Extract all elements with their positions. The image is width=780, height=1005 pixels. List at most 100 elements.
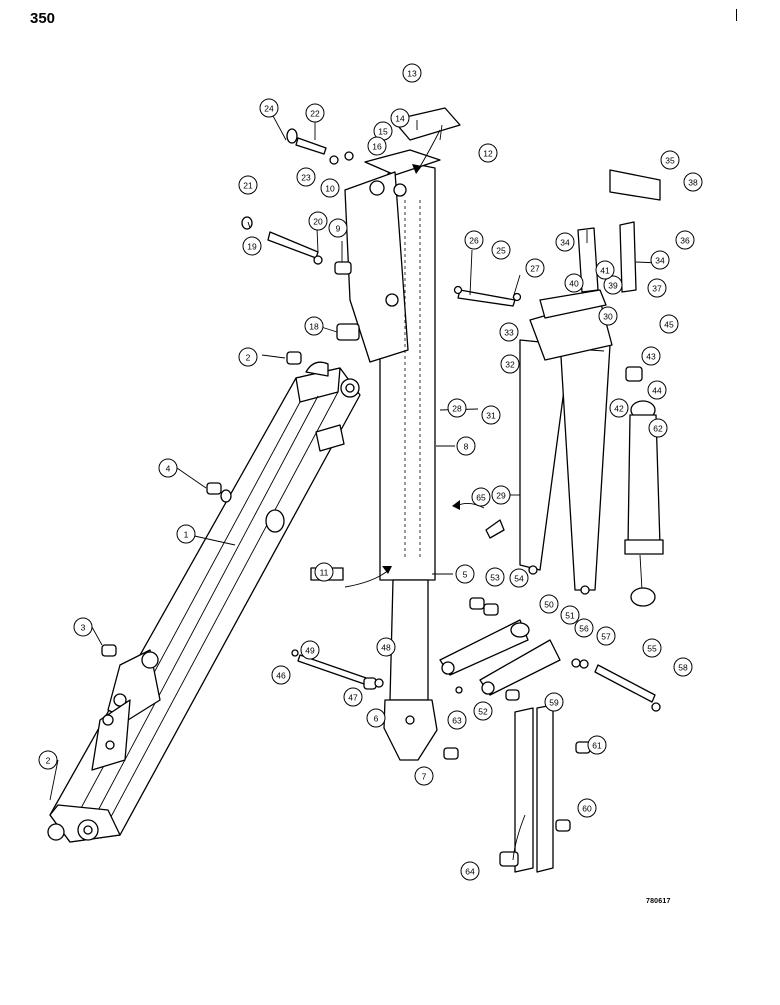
callout-number: 24 bbox=[264, 104, 274, 114]
callout-number: 61 bbox=[592, 741, 602, 751]
corner-mark bbox=[736, 9, 737, 21]
callout-number: 54 bbox=[514, 574, 524, 584]
callout-45: 45 bbox=[659, 314, 679, 334]
callout-number: 58 bbox=[678, 663, 688, 673]
callout-42: 42 bbox=[609, 398, 629, 418]
callout-circle bbox=[456, 436, 476, 456]
callout-circle bbox=[564, 273, 584, 293]
callout-49: 49 bbox=[300, 640, 320, 660]
callout-59: 59 bbox=[544, 692, 564, 712]
callout-58: 58 bbox=[673, 657, 693, 677]
callout-20: 20 bbox=[308, 211, 328, 231]
callout-41: 41 bbox=[595, 260, 615, 280]
callout-circle bbox=[471, 487, 491, 507]
callout-34: 34 bbox=[555, 232, 575, 252]
callout-2: 2 bbox=[238, 347, 258, 367]
callout-39: 39 bbox=[603, 275, 623, 295]
callout-23: 23 bbox=[296, 167, 316, 187]
callout-55: 55 bbox=[642, 638, 662, 658]
callout-labels: 1223456789101112131415161819202122232425… bbox=[38, 63, 703, 881]
callout-number: 7 bbox=[422, 772, 427, 782]
callout-circle bbox=[683, 172, 703, 192]
callout-circle bbox=[376, 637, 396, 657]
callout-56: 56 bbox=[574, 618, 594, 638]
callout-3: 3 bbox=[73, 617, 93, 637]
callout-64: 64 bbox=[460, 861, 480, 881]
callout-circle bbox=[659, 314, 679, 334]
callout-number: 33 bbox=[504, 328, 514, 338]
pins-and-bushings bbox=[101, 107, 661, 867]
callout-46: 46 bbox=[271, 665, 291, 685]
callout-circle bbox=[660, 150, 680, 170]
hydraulic-cylinder bbox=[624, 400, 664, 607]
callout-circle bbox=[603, 275, 623, 295]
callout-number: 21 bbox=[243, 181, 253, 191]
callout-circle bbox=[647, 380, 667, 400]
callout-circle bbox=[464, 230, 484, 250]
callout-number: 47 bbox=[348, 693, 358, 703]
callout-circle bbox=[485, 567, 505, 587]
callout-number: 64 bbox=[465, 867, 475, 877]
callout-57: 57 bbox=[596, 626, 616, 646]
callout-54: 54 bbox=[509, 568, 529, 588]
callout-circle bbox=[650, 250, 670, 270]
callout-circle bbox=[491, 485, 511, 505]
callout-circle bbox=[305, 103, 325, 123]
callout-8: 8 bbox=[456, 436, 476, 456]
callout-number: 25 bbox=[496, 246, 506, 256]
callout-65: 65 bbox=[471, 487, 491, 507]
dipper-assembly bbox=[344, 149, 441, 761]
callout-circle bbox=[574, 618, 594, 638]
callout-circle bbox=[296, 167, 316, 187]
callout-number: 12 bbox=[483, 149, 493, 159]
callout-circle bbox=[647, 278, 667, 298]
callout-44: 44 bbox=[647, 380, 667, 400]
callout-circle bbox=[577, 798, 597, 818]
callout-number: 63 bbox=[452, 716, 462, 726]
callout-number: 3 bbox=[81, 623, 86, 633]
callout-16: 16 bbox=[367, 136, 387, 156]
callout-21: 21 bbox=[238, 175, 258, 195]
callout-number: 22 bbox=[310, 109, 320, 119]
callout-48: 48 bbox=[376, 637, 396, 657]
callout-33: 33 bbox=[499, 322, 519, 342]
callout-number: 1 bbox=[184, 530, 189, 540]
callout-circle bbox=[478, 143, 498, 163]
callout-11: 11 bbox=[314, 562, 334, 582]
callout-4: 4 bbox=[158, 458, 178, 478]
callout-number: 16 bbox=[372, 142, 382, 152]
callout-circle bbox=[447, 398, 467, 418]
callout-22: 22 bbox=[305, 103, 325, 123]
callout-circle bbox=[238, 347, 258, 367]
callout-14: 14 bbox=[390, 108, 410, 128]
callout-28: 28 bbox=[447, 398, 467, 418]
callout-number: 8 bbox=[464, 442, 469, 452]
callout-circle bbox=[176, 524, 196, 544]
callout-circle bbox=[587, 735, 607, 755]
callout-number: 34 bbox=[655, 256, 665, 266]
callout-number: 62 bbox=[653, 424, 663, 434]
callout-number: 18 bbox=[309, 322, 319, 332]
callout-number: 65 bbox=[476, 493, 486, 503]
callout-number: 51 bbox=[565, 611, 575, 621]
callout-number: 31 bbox=[486, 411, 496, 421]
callout-number: 29 bbox=[496, 491, 506, 501]
callout-circle bbox=[499, 322, 519, 342]
callout-2: 2 bbox=[38, 750, 58, 770]
callout-circle bbox=[455, 564, 475, 584]
callout-63: 63 bbox=[447, 710, 467, 730]
callout-number: 35 bbox=[665, 156, 675, 166]
callout-number: 52 bbox=[478, 707, 488, 717]
link-assembly bbox=[439, 619, 561, 873]
callout-number: 2 bbox=[246, 353, 251, 363]
callout-number: 19 bbox=[247, 242, 257, 252]
callout-13: 13 bbox=[402, 63, 422, 83]
callout-number: 10 bbox=[325, 184, 335, 194]
callout-number: 41 bbox=[600, 266, 610, 276]
callout-number: 6 bbox=[374, 714, 379, 724]
callout-number: 23 bbox=[301, 173, 311, 183]
callout-circle bbox=[525, 258, 545, 278]
callout-38: 38 bbox=[683, 172, 703, 192]
